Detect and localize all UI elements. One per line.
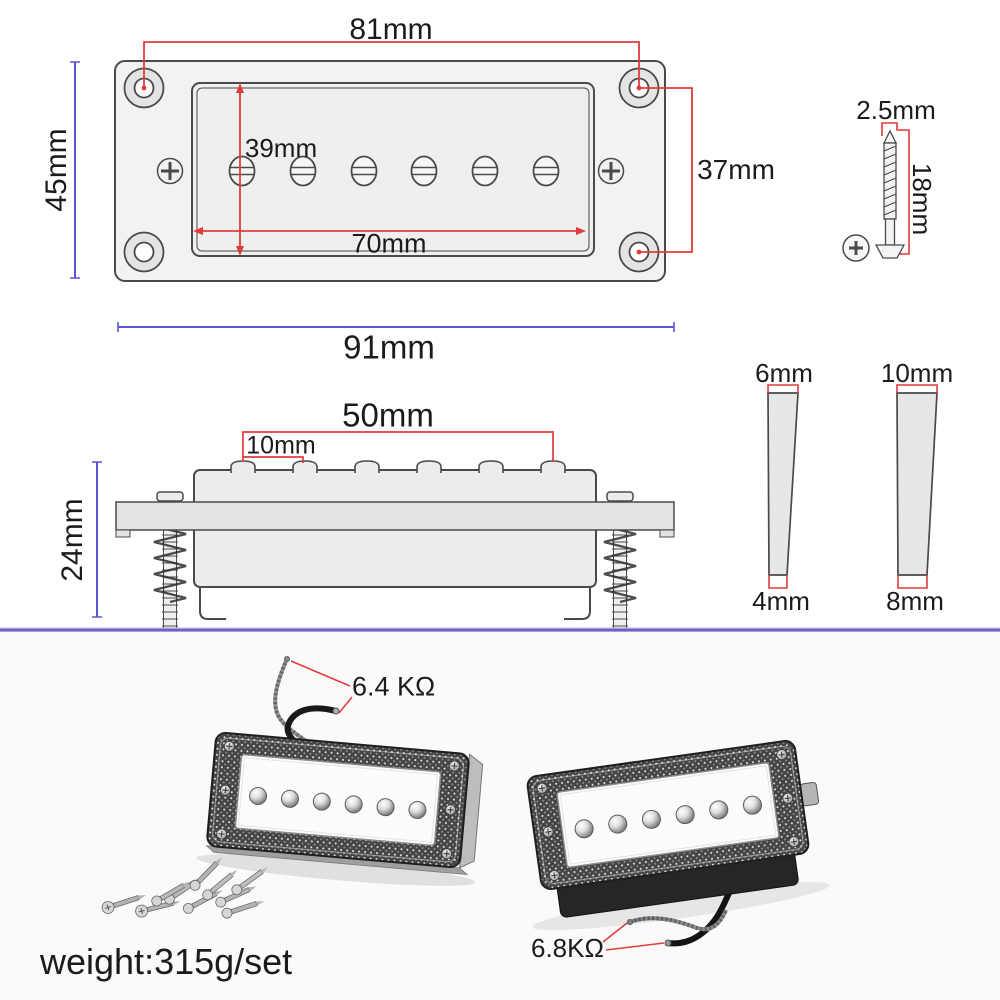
screw-length-label: 18mm (907, 162, 937, 236)
front-hole-span-height-label: 37mm (697, 154, 775, 185)
pickup-photo-left (196, 731, 484, 886)
pickup-front-view-drawing (114, 60, 666, 282)
spacer-right-top-label: 10mm (880, 358, 954, 388)
pole-screws-left-photo (249, 787, 427, 819)
pickup-photo-right (526, 740, 830, 931)
weight-label: weight:315g/set (40, 941, 293, 982)
screw-diameter-label: 2.5mm (856, 95, 936, 125)
spacer-right-bottom-label: 8mm (886, 586, 944, 616)
pole-pieces-front (228, 155, 560, 187)
spacer-left-bottom-label: 4mm (752, 586, 810, 616)
front-hole-span-width-label: 81mm (349, 13, 433, 46)
phillips-head-icon (842, 234, 870, 262)
side-pole-spacing-label: 10mm (246, 431, 316, 460)
screw-pile-photo (101, 857, 269, 919)
side-overall-height-label: 24mm (56, 498, 89, 582)
pole-screws-right-photo (574, 795, 762, 839)
side-overall-width-label: 91mm (343, 328, 435, 366)
frame-cross-screws (156, 157, 625, 185)
front-opening-width-label: 70mm (351, 228, 427, 259)
front-view-dimension-lines-blue (70, 61, 80, 279)
side-pole-span-label: 50mm (342, 396, 434, 434)
side-view-dimension-lines (92, 322, 675, 618)
pickup-side-view-drawing (115, 460, 675, 641)
front-view-dimension-lines-red (141, 41, 693, 256)
mount-screw-drawing (842, 122, 910, 262)
front-overall-height-label: 45mm (40, 128, 73, 212)
frame-screws-left-photo (216, 740, 460, 860)
left-pickup-resistance-label: 6.4 KΩ (352, 671, 436, 702)
section-divider (0, 627, 1000, 1000)
screw-dim-bracket (881, 122, 910, 255)
height-spacer-drawings (767, 384, 938, 589)
frame-screws-right-photo (536, 749, 800, 881)
front-opening-height-label: 39mm (244, 133, 318, 163)
side-view-spring-screw-left (150, 491, 187, 641)
spacer-left-top-label: 6mm (755, 358, 813, 388)
right-pickup-resistance-label: 6.8KΩ (531, 933, 604, 963)
